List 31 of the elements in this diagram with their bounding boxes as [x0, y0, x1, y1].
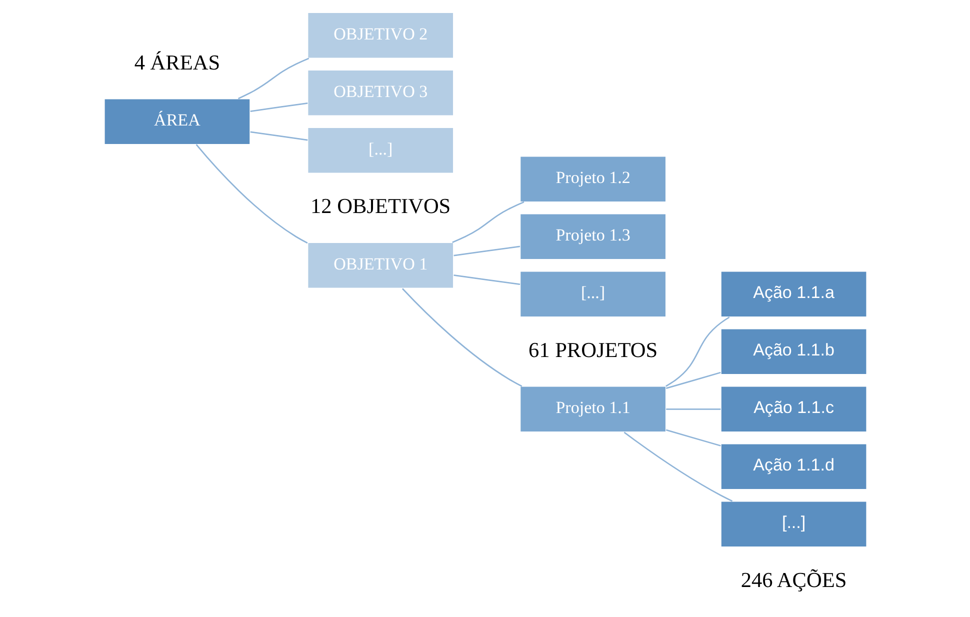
connector	[453, 246, 520, 256]
node-box: Ação 1.1.c	[720, 386, 867, 433]
node-box: Projeto 1.1	[519, 386, 666, 433]
label: 12 OBJETIVOS	[310, 194, 450, 218]
node-box: Ação 1.1.a	[720, 270, 867, 318]
node-box: Ação 1.1.d	[720, 443, 867, 490]
connector	[195, 144, 308, 244]
node-box: ÁREA	[103, 98, 250, 146]
connector	[237, 58, 309, 100]
connector	[452, 201, 524, 243]
node-box: [...]	[306, 126, 454, 174]
connector	[665, 429, 720, 446]
node-box: [...]	[720, 500, 867, 548]
connector	[401, 288, 522, 387]
connector	[250, 131, 308, 141]
node-box: OBJETIVO 3	[306, 69, 454, 116]
connector	[453, 274, 520, 285]
node-box: OBJETIVO 1	[306, 242, 454, 289]
connector	[623, 432, 732, 502]
node-box: Projeto 1.3	[519, 213, 666, 260]
label: 246 AÇÕES	[740, 568, 846, 592]
node-box: OBJETIVO 2	[306, 12, 454, 59]
node-box: [...]	[519, 270, 666, 318]
connector	[665, 372, 720, 389]
connector	[250, 102, 308, 112]
node-box: Projeto 1.2	[519, 156, 666, 203]
connector	[665, 316, 730, 387]
node-box: Ação 1.1.b	[720, 328, 867, 376]
connector	[666, 408, 720, 410]
label: 4 ÁREAS	[134, 50, 220, 74]
label: 61 PROJETOS	[528, 338, 658, 362]
